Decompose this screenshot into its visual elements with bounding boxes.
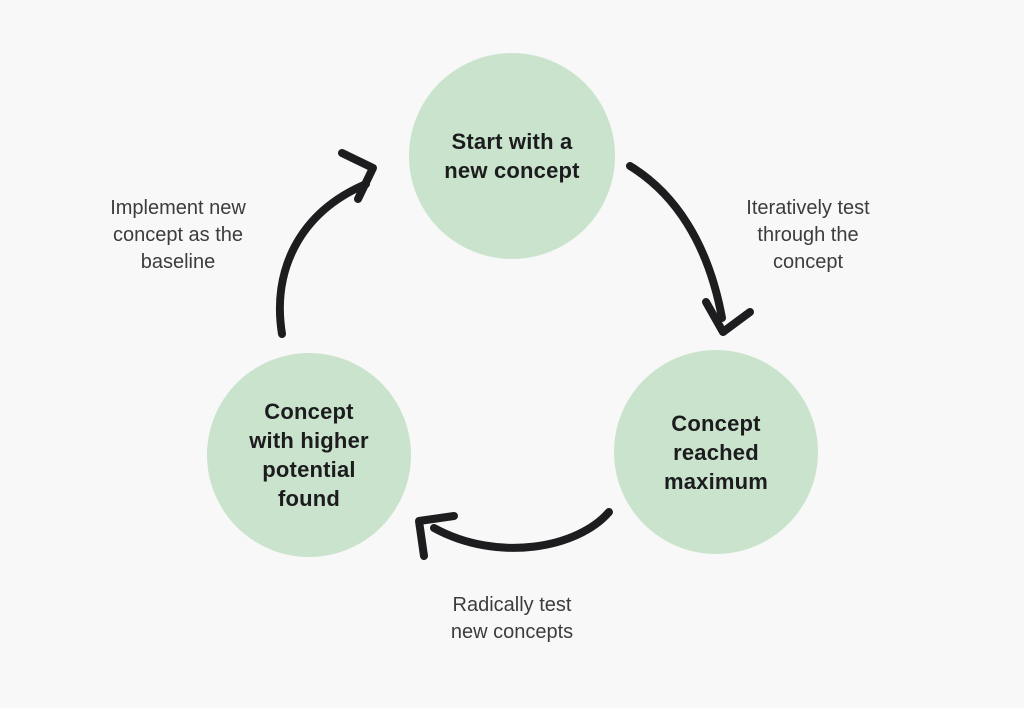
arrowhead-down-icon	[702, 298, 754, 336]
arrow-iterate	[626, 162, 754, 336]
arrowhead-left-icon	[415, 512, 458, 560]
edge-label-radically-test: Radically test new concepts	[450, 594, 574, 643]
edge-label-iteratively-test: Iteratively test through the concept	[746, 197, 870, 273]
edge-label-implement-new: Implement new concept as the baseline	[110, 197, 246, 273]
node-concept-higher-potential: Concept with higher potential found	[207, 353, 411, 557]
arrow-radical	[415, 508, 613, 560]
node-label: Concept reached maximum	[663, 410, 769, 494]
arrow-implement	[275, 149, 377, 338]
node-start-with-new-concept: Start with a new concept	[409, 53, 615, 259]
node-label: Start with a new concept	[444, 129, 580, 183]
node-label: Concept with higher potential found	[249, 399, 369, 511]
node-concept-reached-maximum: Concept reached maximum	[614, 350, 818, 554]
arrowhead-up-right-icon	[338, 149, 377, 203]
